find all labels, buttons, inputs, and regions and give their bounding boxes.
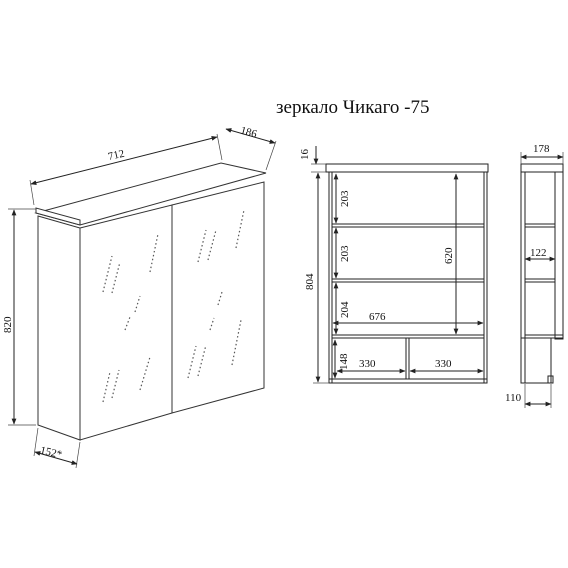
side-handle-block — [547, 375, 554, 384]
side-front-edge — [554, 171, 564, 340]
side-top-depth-label: 178 — [533, 143, 550, 155]
front-shelf-3-label: 204 — [339, 301, 351, 318]
iso-height-label: 820 — [2, 316, 14, 333]
side-back-panel — [520, 171, 526, 384]
iso-left-door — [79, 204, 173, 441]
front-shelf-2-label: 203 — [339, 245, 351, 262]
front-bottom-board — [328, 378, 488, 384]
front-top-board-label: 16 — [299, 149, 311, 161]
front-bottom-left-label: 330 — [359, 358, 376, 370]
side-inner-depth-label: 122 — [530, 247, 547, 259]
side-view: 178 122 110 — [505, 143, 564, 408]
front-shelf-1-label: 203 — [339, 190, 351, 207]
mirror-reflection-marks — [102, 209, 245, 403]
front-top-board — [325, 163, 489, 173]
front-bottom-right-label: 330 — [435, 358, 452, 370]
front-shelf-2 — [331, 278, 485, 283]
iso-left-side — [37, 215, 81, 441]
front-shelf-1 — [331, 223, 485, 228]
iso-top-front-edge — [35, 207, 81, 226]
front-total-height-label: 804 — [304, 273, 316, 290]
iso-depth-top-label: 186 — [239, 125, 259, 141]
iso-depth-bottom-label: 152* — [39, 444, 63, 461]
front-inner-width-label: 676 — [369, 311, 386, 323]
front-center-divider — [405, 337, 410, 380]
iso-view: 712 186 820 152* — [2, 125, 277, 469]
front-right-side — [483, 171, 488, 384]
front-inner-height-label: 620 — [443, 247, 455, 264]
iso-width-label: 712 — [107, 148, 126, 163]
front-left-side — [328, 171, 333, 384]
side-bottom-depth-label: 110 — [505, 392, 522, 404]
iso-right-door — [171, 181, 265, 414]
front-view: 16 804 203 203 204 620 676 148 330 330 — [299, 146, 489, 384]
front-bottom-height-label: 148 — [338, 353, 350, 370]
drawing-title: зеркало Чикаго -75 — [276, 97, 430, 118]
side-top-board — [520, 163, 564, 173]
